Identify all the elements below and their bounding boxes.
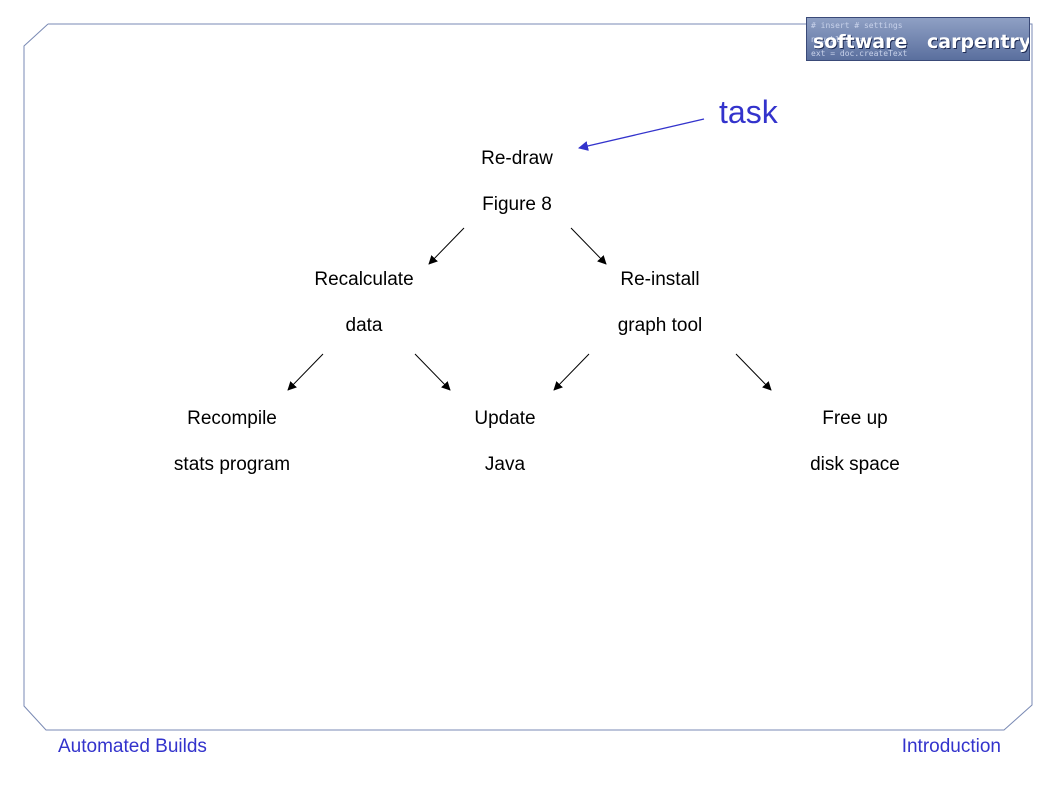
edge-redraw-recalculate bbox=[428, 227, 465, 265]
node-recompile: Recompile stats program bbox=[142, 396, 322, 488]
node-update-line1: Update bbox=[474, 408, 536, 429]
node-recalculate-line2: data bbox=[345, 315, 383, 336]
node-recalculate: Recalculate data bbox=[284, 257, 444, 349]
node-redraw-line2: Figure 8 bbox=[482, 194, 552, 215]
logo-word-software: software bbox=[813, 31, 908, 53]
edge-recalculate-update bbox=[414, 353, 451, 391]
edge-reinstall-update bbox=[553, 353, 590, 391]
footer-section: Introduction bbox=[901, 736, 1001, 757]
node-recalculate-line1: Recalculate bbox=[314, 269, 414, 290]
node-redraw: Re-draw Figure 8 bbox=[437, 136, 597, 228]
node-freeup: Free up disk space bbox=[775, 396, 935, 488]
node-recompile-line1: Recompile bbox=[187, 408, 277, 429]
logo-background-code: # insert # settings new_block = ( ) ext … bbox=[811, 21, 908, 58]
node-redraw-line1: Re-draw bbox=[481, 148, 553, 169]
node-freeup-line1: Free up bbox=[822, 408, 888, 429]
task-annotation-label: task bbox=[719, 94, 778, 130]
node-update: Update Java bbox=[425, 396, 585, 488]
node-recompile-line2: stats program bbox=[173, 454, 291, 475]
node-reinstall-line2: graph tool bbox=[617, 315, 703, 336]
edge-recalculate-recompile bbox=[287, 353, 324, 391]
footer-title: Automated Builds bbox=[58, 736, 207, 757]
software-carpentry-logo: # insert # settings new_block = ( ) ext … bbox=[806, 17, 1030, 61]
node-update-line2: Java bbox=[484, 454, 526, 475]
frame-border bbox=[23, 23, 1033, 731]
node-reinstall-line1: Re-install bbox=[620, 269, 700, 290]
task-annotation-arrow bbox=[578, 118, 705, 151]
node-freeup-line2: disk space bbox=[810, 454, 900, 475]
node-reinstall: Re-install graph tool bbox=[580, 257, 740, 349]
edge-reinstall-freeup bbox=[735, 353, 772, 391]
logo-word-carpentry: carpentry bbox=[927, 31, 1030, 53]
edge-redraw-reinstall bbox=[570, 227, 607, 265]
